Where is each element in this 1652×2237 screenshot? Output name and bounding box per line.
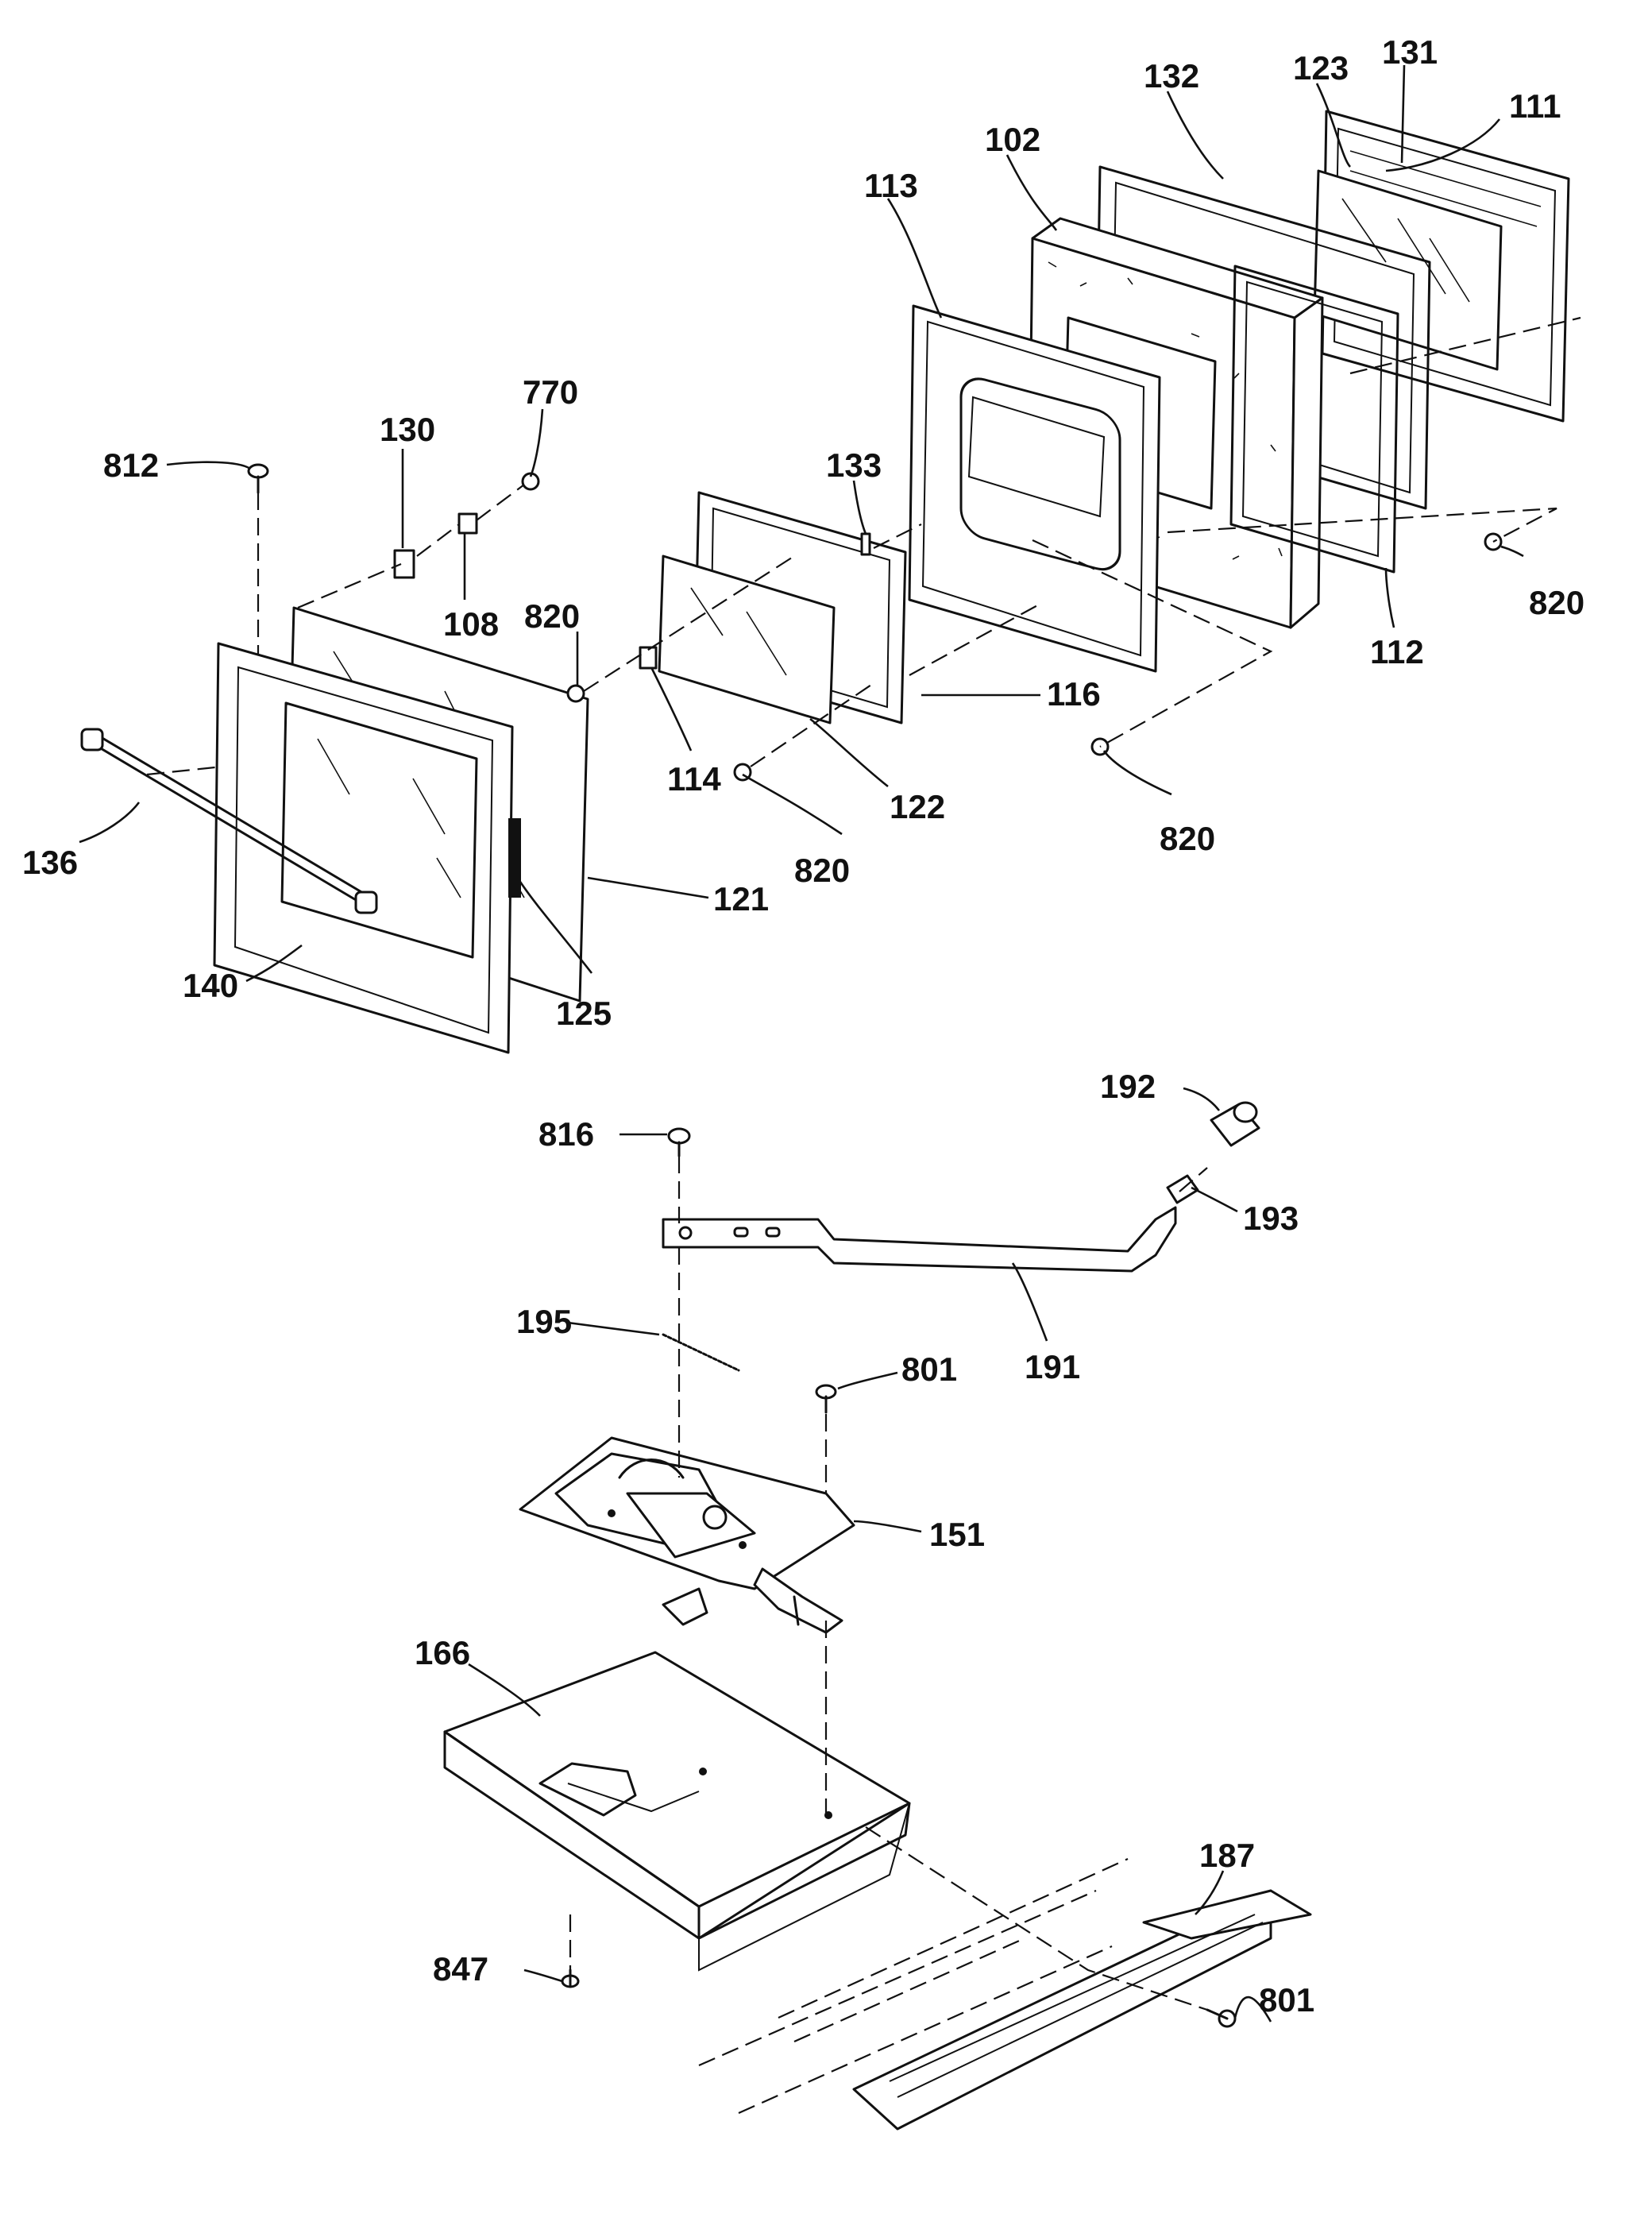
callout-820-far-right: 820 [1529, 584, 1584, 621]
callout-labels: 111 131 123 132 102 113 112 820 133 770 … [22, 33, 1584, 2019]
callout-193: 193 [1243, 1200, 1299, 1237]
callout-816: 816 [538, 1115, 594, 1153]
part-166-base-tray [443, 1651, 911, 1972]
part-187-bracket-rail [852, 1889, 1312, 2131]
callout-801-bottom: 801 [1259, 1981, 1314, 2019]
callout-108: 108 [443, 605, 499, 643]
callout-812: 812 [103, 446, 159, 484]
callout-191: 191 [1025, 1348, 1080, 1385]
assembly-guides-door [146, 316, 1581, 776]
callout-801-mid: 801 [901, 1350, 957, 1388]
part-847-screw [561, 1968, 580, 1988]
callout-113: 113 [864, 167, 918, 204]
part-112-liner-frame [1229, 265, 1399, 574]
part-801-screw-bottom [1206, 2008, 1237, 2028]
part-812-screw [247, 463, 269, 494]
part-113-inner-panel [908, 304, 1161, 673]
part-133-pin [860, 532, 871, 556]
callout-122: 122 [890, 788, 945, 825]
part-770-screw [521, 472, 540, 491]
callout-820-right: 820 [1160, 820, 1215, 857]
callout-187: 187 [1199, 1837, 1255, 1874]
part-140-door-frame [213, 642, 514, 1054]
callout-125: 125 [556, 995, 612, 1032]
callout-112: 112 [1370, 633, 1424, 670]
part-151-latch-mechanism [519, 1436, 855, 1634]
part-122-glass [658, 554, 836, 724]
part-820-screw-left [566, 684, 585, 703]
part-136-handle [80, 728, 378, 914]
callout-132: 132 [1144, 57, 1199, 95]
oven-side-outline [698, 1857, 1129, 2115]
callout-140: 140 [183, 967, 238, 1004]
assembly-guides-latch [569, 1156, 1208, 2011]
callout-123: 123 [1293, 49, 1349, 87]
callout-130: 130 [380, 411, 435, 448]
callout-151: 151 [929, 1516, 985, 1553]
part-114-clip [639, 646, 658, 670]
callout-166: 166 [415, 1634, 470, 1671]
part-108-clip [457, 512, 478, 535]
part-191-latch-arm [662, 1206, 1177, 1273]
leader-lines [79, 64, 1524, 2023]
callout-116: 116 [1047, 675, 1101, 713]
part-130-bracket [393, 549, 415, 579]
callout-102: 102 [985, 121, 1040, 158]
callout-195: 195 [516, 1303, 572, 1340]
callout-131: 131 [1382, 33, 1438, 71]
callout-770: 770 [523, 373, 578, 411]
callout-820-left: 820 [524, 597, 580, 635]
callout-847: 847 [433, 1950, 488, 1988]
callout-114: 114 [667, 760, 721, 798]
part-192-knob [1210, 1101, 1260, 1147]
callout-111: 111 [1509, 87, 1561, 125]
callout-121: 121 [713, 880, 769, 918]
callout-820-center: 820 [794, 852, 850, 889]
callout-136: 136 [22, 844, 78, 881]
callout-192: 192 [1100, 1068, 1156, 1105]
part-131-glass [1313, 169, 1503, 371]
part-816-screw [667, 1127, 691, 1157]
part-801-screw-mid [815, 1384, 837, 1414]
part-125-trim [508, 818, 521, 898]
part-195-spring [662, 1333, 740, 1372]
callout-133: 133 [826, 446, 882, 484]
